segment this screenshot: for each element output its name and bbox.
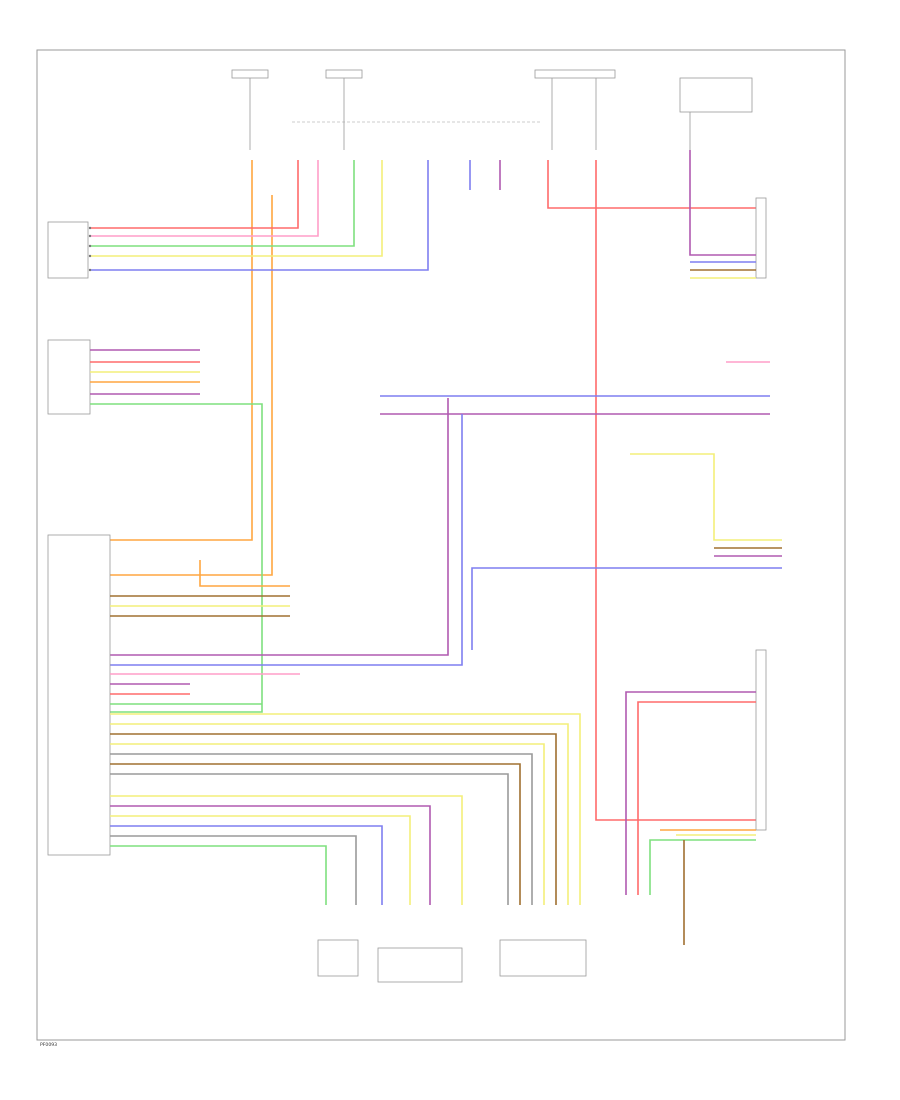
top-left-connector: [47, 221, 92, 279]
bottom-components: [317, 939, 587, 983]
top-wires: [90, 160, 756, 821]
fuse-group: [231, 69, 753, 150]
left-control-module: [47, 534, 581, 905]
mid-wires: [110, 361, 782, 666]
mid-left-connector: [47, 339, 263, 713]
diagram-frame: [36, 49, 846, 1041]
right-lower-module: [625, 649, 767, 945]
page-code: PF0093: [40, 1042, 57, 1048]
right-upper-connector: [689, 150, 767, 279]
